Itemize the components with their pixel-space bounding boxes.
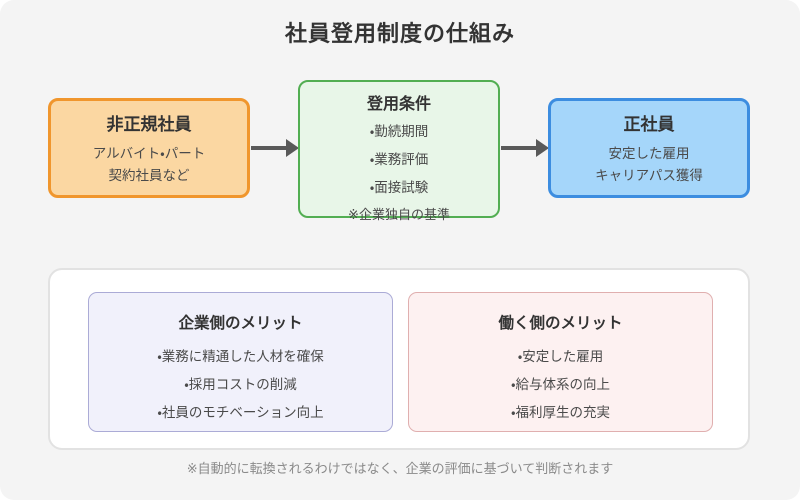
regular-employee-node: 正社員 安定した雇用 キャリアパス獲得	[548, 98, 750, 198]
company-merits-box: 企業側のメリット ・業務に精通した人材を確保 ・採用コストの削減 ・社員のモチベ…	[88, 292, 393, 432]
promotion-conditions-title: 登用条件	[366, 96, 431, 113]
regular-employee-line: 安定した雇用	[608, 145, 690, 161]
worker-merits-box: 働く側のメリット ・安定した雇用 ・給与体系の向上 ・福利厚生の充実	[408, 292, 713, 432]
diagram-footnote: ※自動的に転換されるわけではなく、企業の評価に基づいて判断されます	[186, 461, 614, 476]
flow-arrow-right-icon	[251, 139, 299, 157]
non-regular-employee-title: 非正規社員	[106, 114, 192, 134]
worker-merit-item: ・給与体系の向上	[510, 377, 611, 392]
arrowhead-icon	[536, 139, 549, 157]
condition-item: ・勤続期間	[369, 124, 429, 139]
worker-merit-item: ・安定した雇用	[517, 349, 604, 364]
non-regular-employee-line: 契約社員など	[108, 167, 190, 183]
company-merit-item: ・業務に精通した人材を確保	[157, 349, 324, 364]
non-regular-employee-line: アルバイト・パート	[92, 145, 206, 161]
condition-item: ・面接試験	[369, 180, 429, 195]
arrowhead-icon	[286, 139, 299, 157]
company-merit-item: ・社員のモチベーション向上	[157, 405, 324, 420]
flow-arrow-right-icon	[501, 139, 549, 157]
merits-panel: 企業側のメリット ・業務に精通した人材を確保 ・採用コストの削減 ・社員のモチベ…	[48, 268, 750, 450]
regular-employee-line: キャリアパス獲得	[595, 167, 703, 183]
condition-note: ※企業独自の基準	[348, 207, 450, 222]
worker-merits-title: 働く側のメリット	[498, 315, 623, 332]
promotion-conditions-node: 登用条件 ・勤続期間 ・業務評価 ・面接試験 ※企業独自の基準	[298, 80, 500, 222]
worker-merit-item: ・福利厚生の充実	[510, 405, 611, 420]
regular-employee-title: 正社員	[623, 114, 675, 134]
company-merits-title: 企業側のメリット	[178, 315, 303, 332]
non-regular-employee-node: 非正規社員 アルバイト・パート 契約社員など	[48, 98, 250, 198]
diagram-title: 社員登用制度の仕組み	[284, 21, 515, 46]
condition-item: ・業務評価	[369, 152, 429, 167]
company-merit-item: ・採用コストの削減	[184, 377, 297, 392]
